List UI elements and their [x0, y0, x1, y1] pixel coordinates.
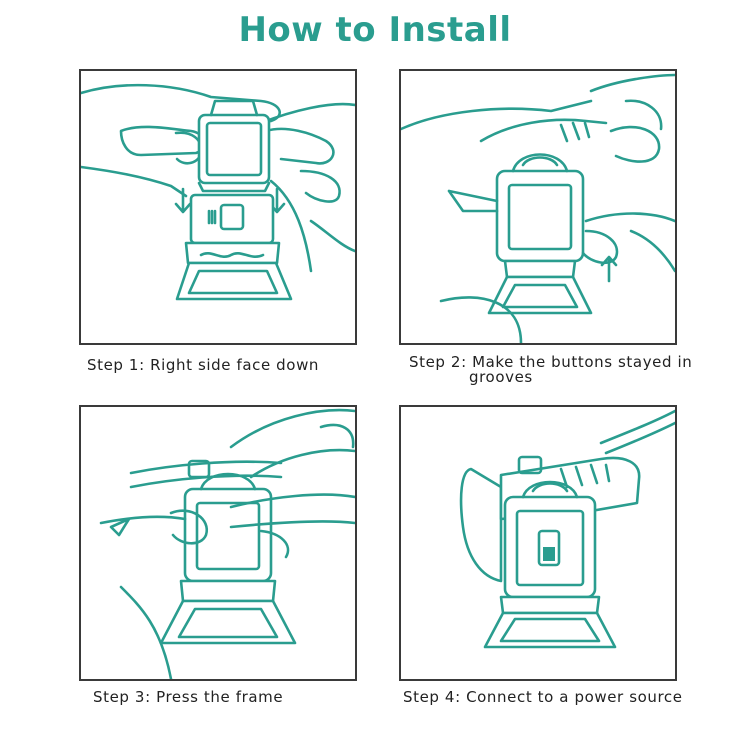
- step-3-drawing: [99, 408, 355, 679]
- step-1-illustration: [79, 69, 357, 345]
- step-1-caption: Step 1: Right side face down: [87, 356, 320, 374]
- step-4-drawing: [459, 409, 675, 649]
- step-1-drawing: [81, 83, 355, 301]
- page-title: How to Install: [238, 10, 512, 50]
- step-2-illustration: [399, 69, 677, 345]
- step-2-caption-line-1: Step 2: Make the buttons stayed in: [409, 353, 693, 371]
- step-2-caption: Step 2: Make the buttons stayed in groov…: [409, 355, 692, 385]
- step-3-caption: Step 3: Press the frame: [93, 688, 284, 706]
- step-4-caption: Step 4: Connect to a power source: [403, 688, 683, 706]
- step-3-illustration: [79, 405, 357, 681]
- step-4-illustration: [399, 405, 677, 681]
- step-2-caption-line-2: grooves: [469, 368, 533, 386]
- step-2-drawing: [401, 73, 675, 343]
